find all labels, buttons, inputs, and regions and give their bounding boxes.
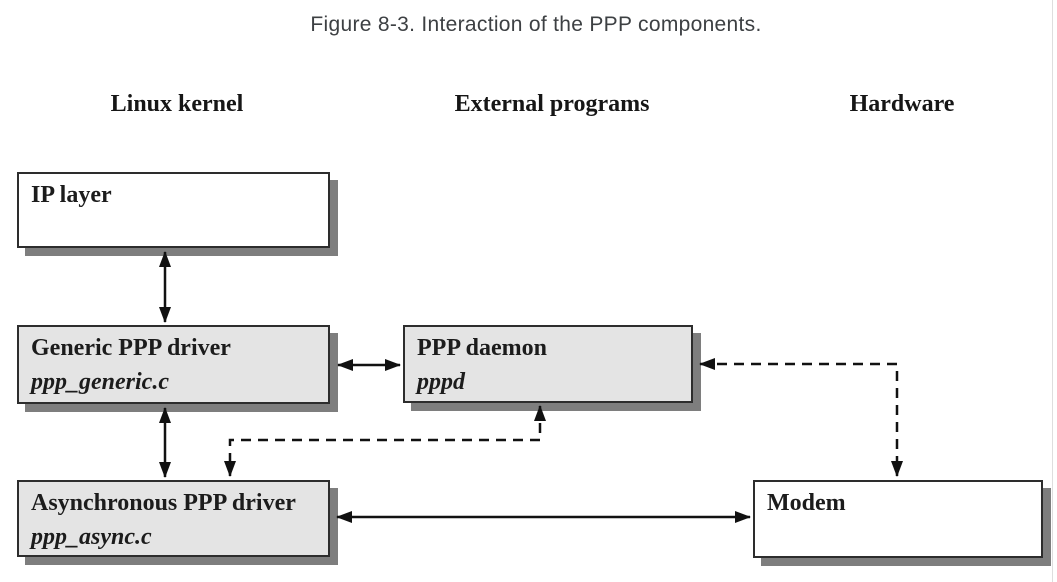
box-async-ppp-driver-label: Asynchronous PPP driver <box>31 490 296 516</box>
box-ppp-daemon-filename: pppd <box>417 369 465 395</box>
box-generic-ppp-driver-label: Generic PPP driver <box>31 335 231 361</box>
box-async-ppp-driver: Asynchronous PPP driver ppp_async.c <box>17 480 330 557</box>
column-header-external-programs: External programs <box>454 91 650 117</box>
box-ppp-daemon-label: PPP daemon <box>417 335 547 361</box>
column-header-hardware: Hardware <box>849 91 955 117</box>
box-ip-layer-label: IP layer <box>31 182 112 208</box>
box-generic-ppp-driver-filename: ppp_generic.c <box>31 369 169 395</box>
box-ppp-daemon: PPP daemon pppd <box>403 325 693 403</box>
box-generic-ppp-driver: Generic PPP driver ppp_generic.c <box>17 325 330 404</box>
box-async-ppp-driver-filename: ppp_async.c <box>31 524 152 550</box>
dashed-arrow-ppp-daemon-async-driver <box>224 405 546 477</box>
dashed-arrow-hardware-ppp-daemon-modem <box>699 358 903 477</box>
box-ip-layer: IP layer <box>17 172 330 248</box>
box-modem: Modem <box>753 480 1043 558</box>
column-header-linux-kernel: Linux kernel <box>110 91 244 117</box>
box-modem-label: Modem <box>767 490 846 516</box>
page-edge-divider <box>1052 0 1053 582</box>
figure-caption: Figure 8-3. Interaction of the PPP compo… <box>310 13 762 36</box>
